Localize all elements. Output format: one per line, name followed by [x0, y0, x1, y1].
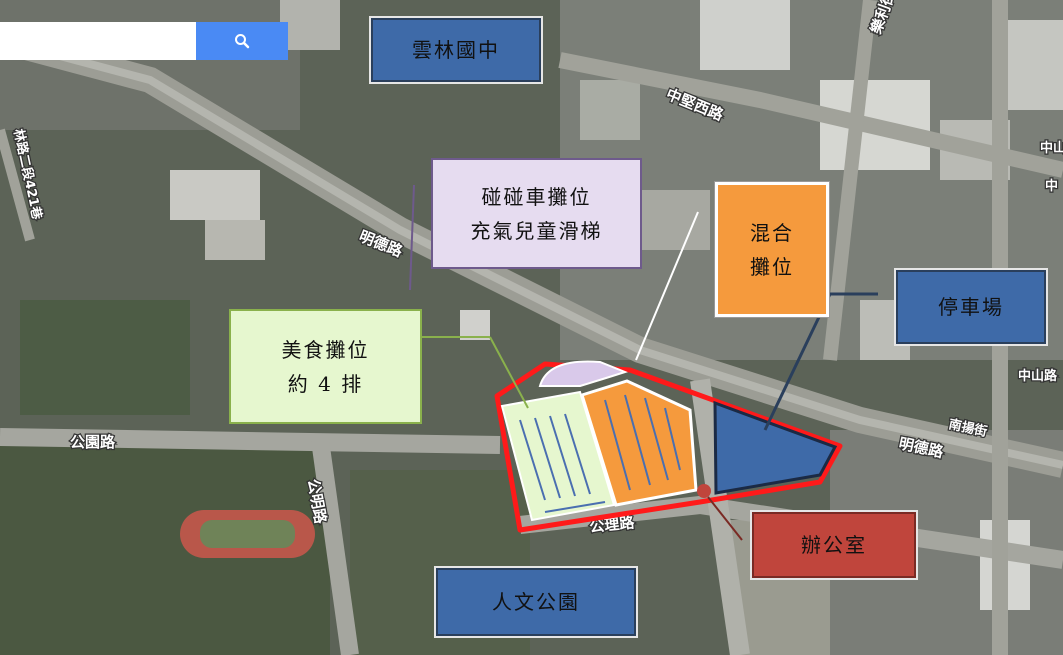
- office-marker[interactable]: [697, 484, 711, 498]
- building: [1000, 20, 1063, 110]
- mixed-stall-rows: [604, 394, 681, 491]
- label-park-text: 人文公園: [492, 590, 580, 614]
- label-food-stalls-line-2: 約 4 排: [287, 371, 364, 396]
- building: [280, 0, 340, 50]
- building: [205, 220, 265, 260]
- building: [580, 80, 640, 140]
- road-lane: [0, 128, 35, 242]
- building: [460, 310, 490, 340]
- road-label-gongyuan: 公園路: [70, 433, 116, 451]
- search-button[interactable]: [196, 22, 288, 60]
- road-gongming: [311, 438, 359, 655]
- building: [700, 0, 790, 70]
- road-label-zhongshan-3: 中: [1045, 178, 1058, 194]
- search-bar: [0, 22, 288, 60]
- food-stall-zone: [500, 390, 616, 522]
- label-parking: 停車場: [896, 270, 1046, 344]
- label-office-text: 辦公室: [801, 533, 867, 557]
- search-icon: [235, 34, 250, 49]
- green-area-w: [20, 300, 190, 415]
- road-label-zhongshan-2: 中山路: [1018, 368, 1058, 384]
- road-leli: [823, 0, 877, 361]
- label-food-stalls: 美食攤位 約 4 排: [229, 309, 422, 424]
- label-bumper-cars-line-2: 充氣兒童滑梯: [470, 218, 603, 243]
- label-bumper-cars: 碰碰車攤位 充氣兒童滑梯: [431, 158, 642, 269]
- label-mixed-stalls: 混合 攤位: [715, 182, 829, 317]
- bumper-car-zone: [538, 360, 628, 387]
- bumper-callout-line: [409, 184, 415, 291]
- road-mingde-center: [0, 36, 1063, 469]
- road-vertical: [690, 378, 750, 655]
- label-park: 人文公園: [436, 568, 636, 636]
- search-input[interactable]: [0, 22, 196, 60]
- label-parking-text: 停車場: [938, 295, 1004, 319]
- building: [170, 170, 260, 220]
- road-zhongjian-west: [558, 52, 1063, 178]
- label-junior-high-text: 雲林國中: [412, 38, 500, 62]
- label-mixed-stalls-line-1: 混合: [750, 220, 794, 245]
- label-office: 辦公室: [752, 512, 916, 578]
- label-mixed-stalls-line-2: 攤位: [750, 254, 794, 279]
- mixed-callout-line: [635, 211, 699, 361]
- track-field: [200, 520, 295, 548]
- label-junior-high: 雲林國中: [371, 18, 541, 82]
- office-callout-line: [707, 496, 743, 541]
- food-callout-line: [489, 336, 529, 409]
- parking-zone: [713, 400, 838, 495]
- food-stall-rows: [519, 413, 606, 513]
- road-label-zhongshan-1: 中山: [1040, 140, 1063, 156]
- building: [640, 190, 710, 250]
- label-bumper-cars-line-1: 碰碰車攤位: [481, 184, 592, 209]
- label-food-stalls-line-1: 美食攤位: [281, 337, 370, 362]
- road-gongyuan: [0, 428, 501, 454]
